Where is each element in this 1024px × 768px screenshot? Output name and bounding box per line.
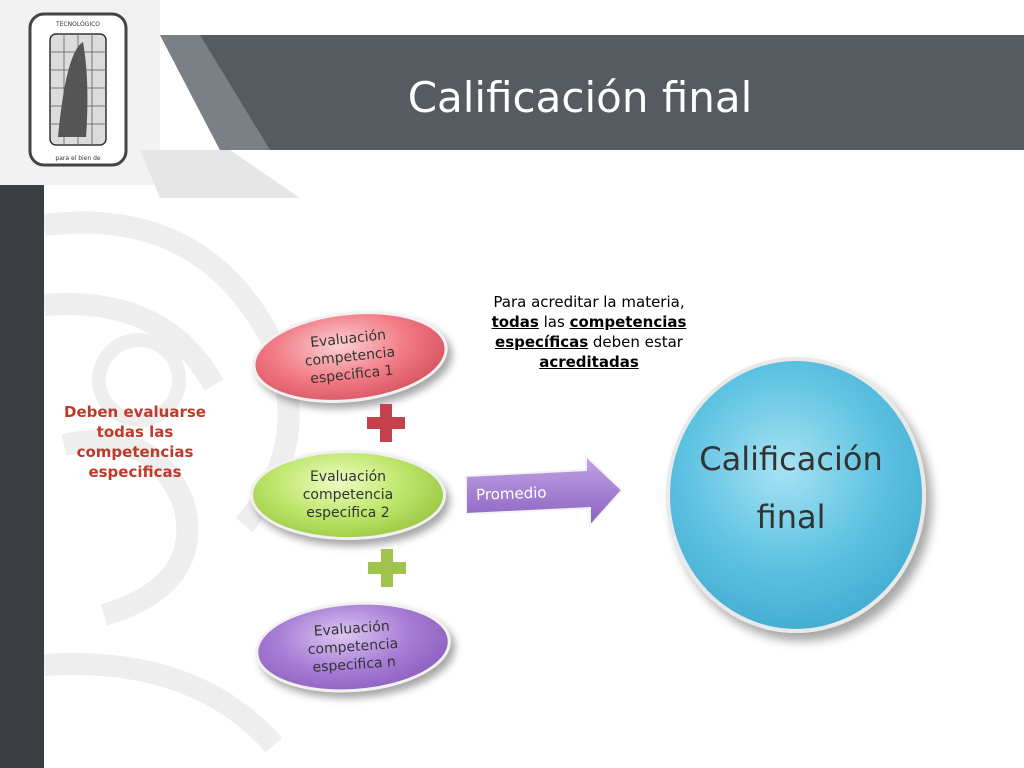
evaluation-node-n-label: Evaluación competencia especifica n [307,618,399,676]
note-bold-competencias: competencias específicas [495,313,687,351]
plus-icon [367,404,405,442]
note-text: deben estar [588,333,683,351]
title-band-shadow [140,150,300,198]
evaluation-node-1-label: Evaluación competencia especifica 1 [304,327,396,388]
institution-logo: TECNOLÓGICO para el bien de [28,12,128,167]
final-grade-label-line1: Calificación [699,440,883,478]
slide-title: Calificación final [407,73,753,122]
svg-text:TECNOLÓGICO: TECNOLÓGICO [55,21,100,28]
average-arrow [465,454,624,529]
average-arrow-label: Promedio [475,483,547,504]
final-grade-label: Calificación final [686,430,896,546]
note-bold-acreditadas: acreditadas [539,353,639,371]
evaluation-requirement-note: Deben evaluarse todas las competencias e… [64,403,206,481]
accreditation-note: Para acreditar la materia, todas las com… [478,292,700,372]
evaluation-node-2-label: Evaluación competencia especifica 2 [302,469,394,521]
final-grade-node [666,357,926,633]
note-text: las [538,313,570,331]
evaluation-node-2: Evaluación competencia especifica 2 [250,450,446,540]
left-dark-bar [0,185,44,768]
title-band [160,35,1024,150]
svg-text:para el bien de: para el bien de [55,155,100,162]
plus-icon [368,549,406,587]
final-grade-label-line2: final [756,498,826,536]
note-bold-todas: todas [491,313,539,331]
note-text: Para acreditar la materia, [493,293,685,311]
logo-area: TECNOLÓGICO para el bien de [0,0,160,185]
